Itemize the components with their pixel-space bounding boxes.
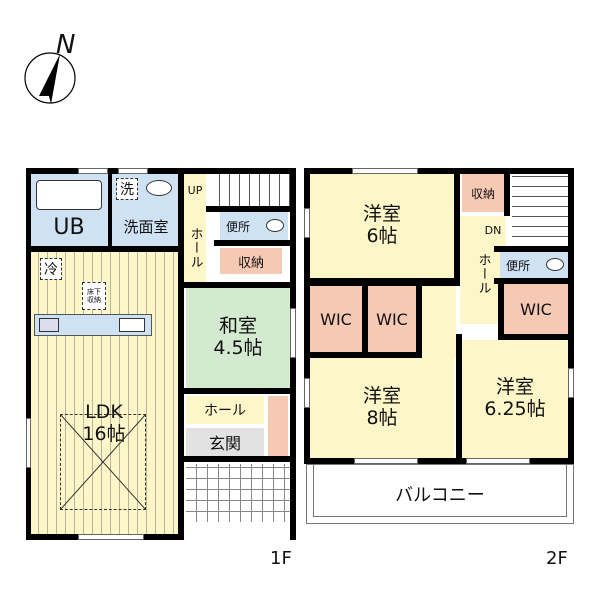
staircase-2f [512, 174, 568, 246]
washer-space: 洗 [116, 178, 138, 200]
room-toilet-2f: 便所 [500, 252, 568, 278]
room-unit-bath: UB [30, 174, 108, 246]
room-hall-1f: UP ホール [184, 174, 206, 282]
window [304, 378, 310, 408]
washroom-label: 洗面室 [123, 217, 169, 236]
room-wic-1: WIC [310, 286, 362, 352]
room-western-625: 洋室 6.25帖 [462, 340, 568, 458]
room-storage-2f: 収納 [462, 174, 504, 212]
porch [186, 464, 294, 522]
kitchen-sink [119, 318, 145, 332]
compass: N [20, 30, 90, 104]
wic-2-label: WIC [376, 309, 408, 329]
hall-label: ホール [187, 227, 203, 269]
fridge-mark: 冷 [44, 262, 58, 278]
room-ldk: 冷 床下 収納 LDK 16帖 [30, 252, 178, 534]
underfloor-storage: 床下 収納 [82, 282, 106, 310]
window [290, 308, 296, 358]
stairs-up-label: UP [187, 184, 203, 197]
storage-2f-label: 収納 [470, 186, 495, 201]
fridge-space: 冷 [40, 258, 62, 280]
room-western-8: 洋室 8帖 [310, 358, 454, 458]
window [26, 418, 31, 468]
western-6-size: 6帖 [366, 225, 398, 247]
window [352, 168, 418, 174]
balcony: バルコニー [306, 464, 574, 524]
entrance-label: 玄関 [208, 434, 241, 453]
window [118, 168, 148, 174]
western-625-size: 6.25帖 [484, 398, 546, 420]
window [466, 458, 530, 464]
japanese-room-size: 4.5帖 [213, 337, 263, 359]
ldk-size: 16帖 [82, 422, 126, 445]
toilet-label: 便所 [226, 219, 251, 234]
room-storage-1f: 収納 [220, 248, 282, 274]
western-8-label: 洋室 [362, 385, 401, 408]
void-area [60, 414, 146, 510]
room-washroom: 洗 洗面室 [112, 174, 180, 246]
floor-plan-1f: UB 洗 洗面室 UP ホール 便所 収納 冷 床下 収納 LDK 16帖 [26, 168, 296, 540]
room-wic-2: WIC [368, 286, 416, 352]
japanese-room-label: 和室 [218, 315, 257, 338]
ldk-label: LDK [85, 401, 123, 423]
balcony-label: バルコニー [395, 485, 485, 506]
window [354, 458, 418, 464]
room-toilet-1f: 便所 [220, 212, 288, 240]
floor-label-1f: 1F [270, 548, 292, 569]
underfloor-storage-label: 床下 収納 [87, 287, 101, 304]
hall-2f-lower [422, 286, 456, 358]
window [78, 534, 144, 540]
window [78, 168, 108, 174]
entry-hall-label: ホール [204, 403, 246, 419]
toilet-2f-label: 便所 [506, 258, 531, 273]
sink-icon [146, 180, 172, 196]
storage-label: 収納 [237, 255, 264, 271]
stairs-down-label: DN [484, 224, 502, 237]
room-wic-3: WIC [504, 284, 568, 334]
room-western-6: 洋室 6帖 [310, 174, 454, 278]
western-6-label: 洋室 [362, 203, 401, 226]
stove-icon [39, 318, 59, 332]
wic-1-label: WIC [320, 309, 352, 329]
window [568, 368, 574, 398]
room-japanese: 和室 4.5帖 [186, 288, 290, 388]
hall-2f-label: ホール [475, 253, 491, 295]
wic-3-label: WIC [520, 299, 552, 319]
toilet-icon [266, 219, 284, 232]
floor-plan-2f: 洋室 6帖 収納 DN ホール 便所 WIC WIC WIC 洋室 8帖 洋室 … [304, 168, 574, 540]
window [304, 208, 310, 238]
room-entrance: 玄関 [186, 428, 264, 456]
western-625-label: 洋室 [495, 376, 534, 399]
kitchen-counter [34, 314, 152, 336]
washer-mark: 洗 [120, 182, 134, 198]
north-arrow-icon [24, 52, 76, 104]
western-8-size: 8帖 [366, 407, 398, 429]
bathtub [36, 180, 102, 210]
staircase-1f [210, 174, 292, 206]
north-label: N [56, 30, 76, 60]
shoe-closet [268, 396, 288, 456]
ub-label: UB [53, 214, 85, 240]
floor-label-2f: 2F [546, 548, 568, 569]
toilet-icon [546, 258, 564, 271]
room-entry-hall: ホール [186, 396, 264, 424]
